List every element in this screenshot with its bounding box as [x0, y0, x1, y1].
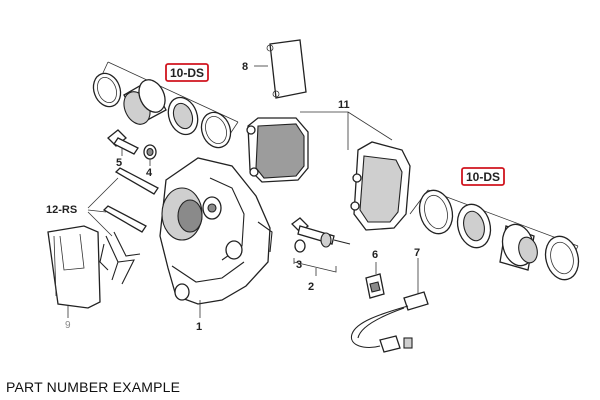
callout-10ds-left[interactable]: 10-DS — [165, 63, 209, 82]
retaining-pins — [87, 167, 159, 237]
callout-2[interactable]: 2 — [308, 281, 314, 293]
callout-9[interactable]: 9 — [65, 320, 71, 331]
callout-6[interactable]: 6 — [372, 249, 378, 261]
caption: PART NUMBER EXAMPLE — [6, 379, 181, 395]
callout-11[interactable]: 11 — [338, 99, 350, 111]
spring-clips — [99, 231, 141, 285]
callout-8[interactable]: 8 — [242, 61, 248, 73]
bleeder-cap — [143, 144, 157, 166]
callout-10ds-right[interactable]: 10-DS — [461, 167, 505, 186]
callout-10ds-left-text: 10-DS — [170, 66, 204, 80]
brake-pad-right — [350, 141, 411, 231]
callout-7[interactable]: 7 — [414, 247, 420, 259]
retaining-clip — [365, 262, 385, 299]
callout-3[interactable]: 3 — [296, 259, 302, 271]
callout-12rs[interactable]: 12-RS — [46, 204, 77, 216]
anti-squeal-shim — [254, 39, 307, 99]
bleeder-valve — [291, 217, 351, 253]
caliper-housing — [159, 157, 273, 318]
brake-pad-left — [246, 117, 309, 183]
left-piston-assembly — [92, 61, 239, 149]
bleeder-bolt — [107, 129, 139, 156]
callout-10ds-right-text: 10-DS — [466, 170, 500, 184]
brake-wear-sensor — [350, 258, 429, 353]
right-piston-assembly — [409, 189, 580, 281]
heat-shield — [47, 225, 101, 318]
callout-5[interactable]: 5 — [116, 157, 122, 169]
callout-1[interactable]: 1 — [196, 321, 202, 333]
callout-4[interactable]: 4 — [146, 167, 153, 179]
